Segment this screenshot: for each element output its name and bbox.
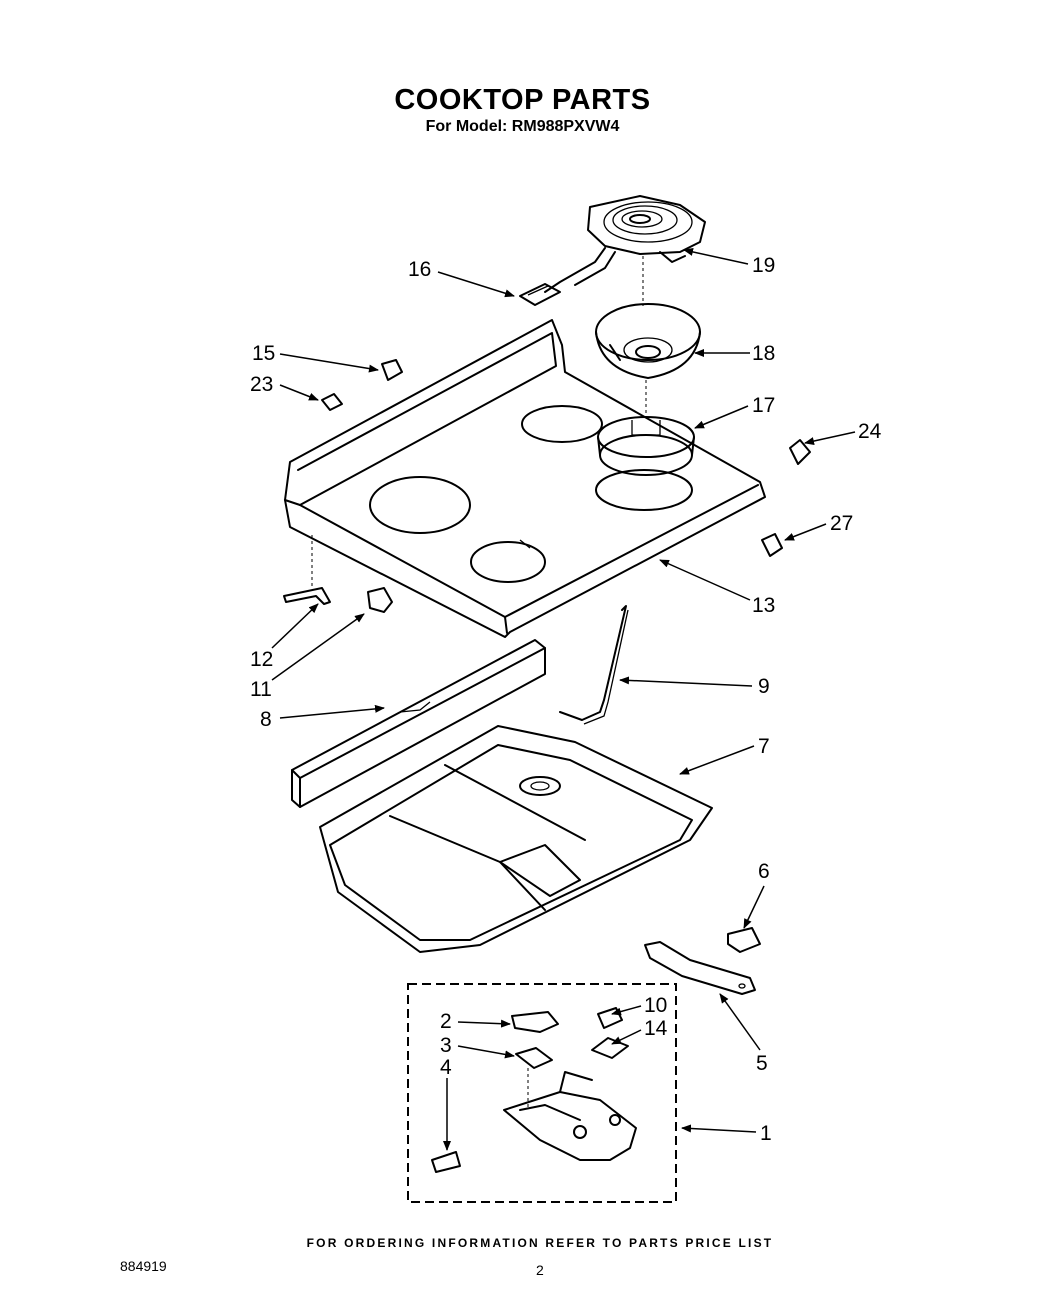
callout-12: 12	[250, 648, 273, 671]
callout-1: 1	[760, 1122, 772, 1145]
callout-5: 5	[756, 1052, 768, 1075]
leader-lines	[271, 248, 856, 1151]
document-number: 884919	[120, 1258, 167, 1274]
callout-10: 10	[644, 994, 667, 1017]
inset-box	[407, 983, 677, 1203]
callout-17: 17	[752, 394, 775, 417]
support-rod	[559, 605, 629, 725]
bracket	[644, 941, 756, 995]
callout-6: 6	[758, 860, 770, 883]
callout-2: 2	[440, 1010, 452, 1033]
inset-parts	[431, 1007, 637, 1173]
callout-27: 27	[830, 512, 853, 535]
callout-23: 23	[250, 373, 273, 396]
model-subtitle: For Model: RM988PXVW4	[425, 118, 620, 135]
surface-element	[544, 195, 706, 293]
terminal-block	[519, 283, 561, 306]
ordering-note: FOR ORDERING INFORMATION REFER TO PARTS …	[306, 1236, 774, 1250]
cooktop-panel	[284, 319, 766, 638]
drip-bowl	[595, 303, 701, 379]
callout-14: 14	[644, 1017, 668, 1040]
alignment-lines	[311, 256, 647, 1110]
callout-15: 15	[252, 342, 275, 365]
callout-16: 16	[408, 258, 431, 281]
callout-4: 4	[440, 1056, 452, 1079]
burner-box	[319, 725, 713, 953]
callout-7: 7	[758, 735, 770, 758]
callout-18: 18	[752, 342, 775, 365]
callout-9: 9	[758, 675, 770, 698]
small-hardware	[283, 359, 811, 613]
clip	[727, 927, 761, 953]
callout-19: 19	[752, 254, 775, 277]
callout-3: 3	[440, 1034, 452, 1057]
callout-8: 8	[260, 708, 272, 731]
callout-labels: 19 16 15 18 23 17 24 27 13 12 11 9 8 7 6…	[250, 254, 882, 1145]
callout-11: 11	[250, 678, 272, 701]
front-strip	[291, 639, 546, 808]
trim-ring	[597, 416, 695, 476]
page-number: 2	[536, 1262, 544, 1278]
callout-13: 13	[752, 594, 775, 617]
page-title: COOKTOP PARTS	[394, 84, 651, 116]
callout-24: 24	[858, 420, 882, 443]
